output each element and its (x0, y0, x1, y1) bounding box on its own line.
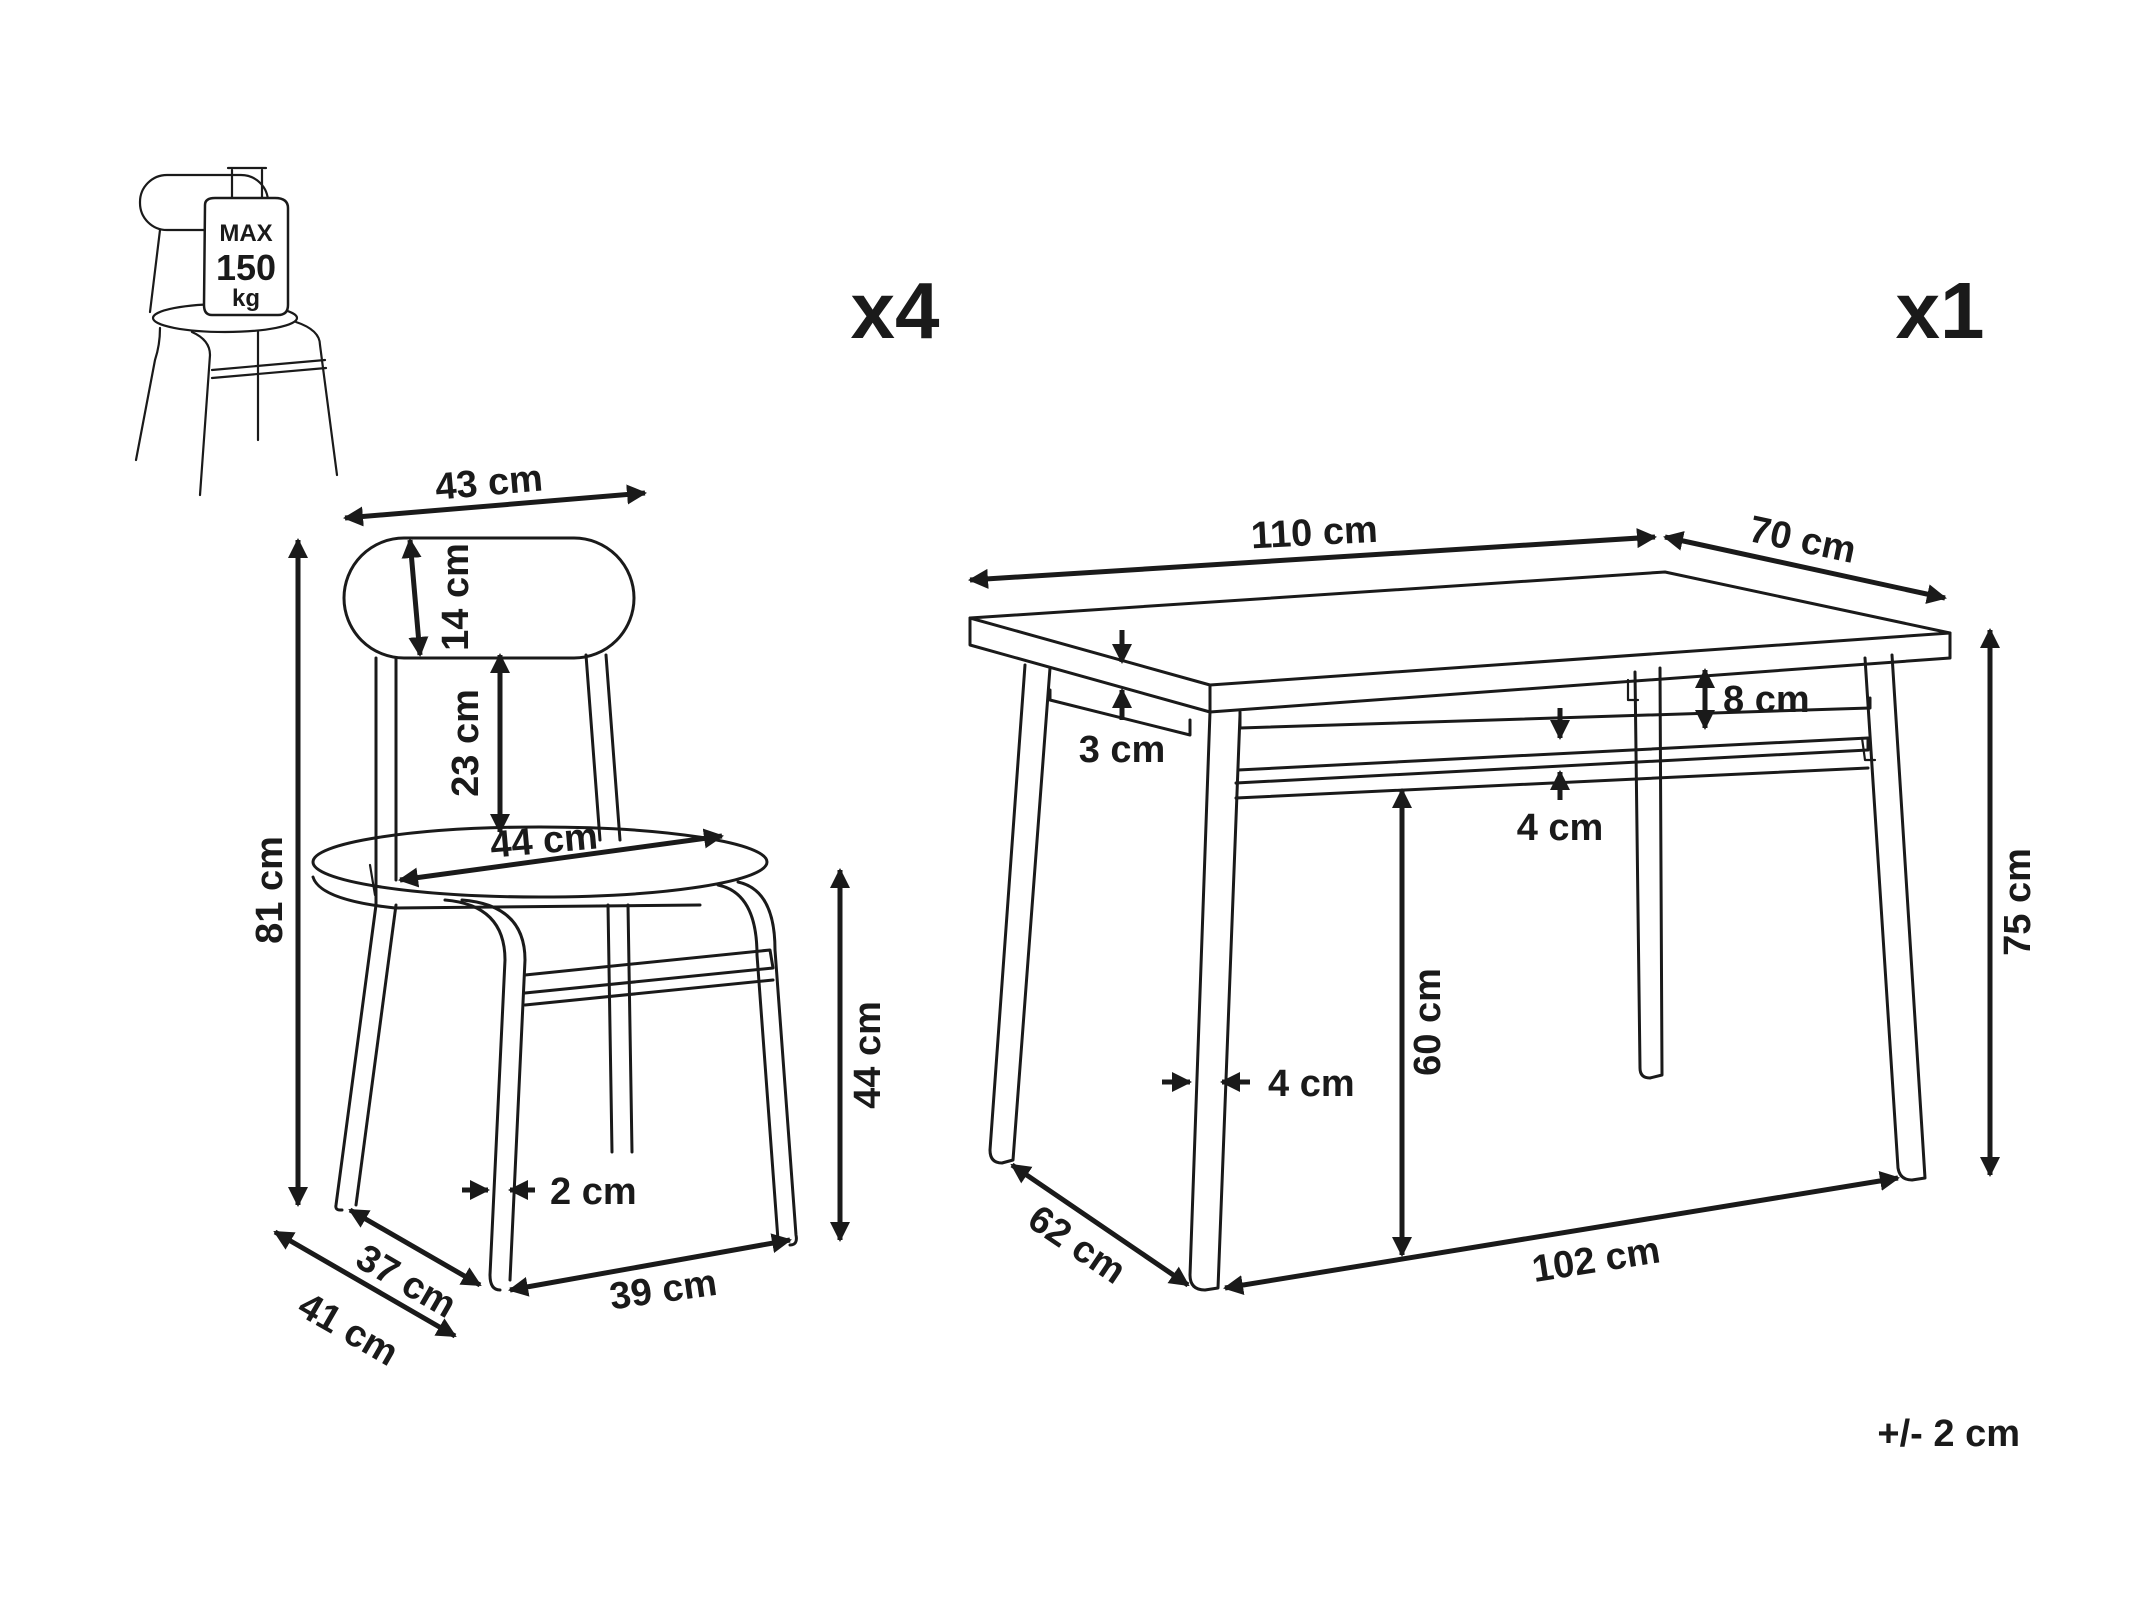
table-base-length-arrow (1223, 1171, 1900, 1295)
chair-seat-side (368, 863, 377, 897)
chair-leg-back-left (334, 903, 378, 1212)
table-width-label: 70 cm (1745, 509, 1859, 572)
table-clearance-label: 60 cm (1407, 968, 1449, 1076)
chair-base-width-arrow (508, 1233, 792, 1297)
weight-capacity-illustration: MAX 150 kg (134, 166, 339, 497)
table-stretcher-front (1234, 736, 1870, 785)
chair-leg-front-left (443, 898, 507, 1292)
table-leg-back-left (988, 663, 1052, 1165)
weight-unit: kg (232, 285, 260, 312)
tolerance-note: +/- 2 cm (1877, 1413, 2020, 1455)
chair-back-post-right (584, 653, 602, 842)
table-stretcher-label: 4 cm (1517, 807, 1604, 849)
chair-backrest-height-arrow (401, 538, 429, 657)
chair-back-post-right-inner (604, 653, 622, 842)
chair-seat-width-arrow (398, 828, 724, 888)
chair-backrest-width-arrow (343, 484, 647, 527)
chair-leg-back-right-inner (626, 903, 634, 1154)
chair-seat-width-label: 44 cm (488, 815, 599, 866)
chair-leg-front-right (736, 880, 798, 1247)
table-leg-front-left (1188, 710, 1242, 1292)
chair-leg-back-right (606, 903, 614, 1154)
table-length-label: 110 cm (1250, 509, 1379, 558)
table-stretcher-lower (1234, 766, 1870, 800)
mini-chair-back-post (148, 228, 162, 314)
chair-seat (311, 825, 769, 899)
table-leg-front-right (1863, 653, 1927, 1182)
table-base-depth-arrow (1010, 1162, 1190, 1288)
mini-chair-leg (294, 320, 339, 477)
chair-backrest-width-label: 43 cm (433, 457, 544, 508)
table-leg-width-label: 4 cm (1268, 1063, 1355, 1105)
chair-leg-front-right-inner (716, 883, 780, 1242)
chair-stretcher (523, 948, 775, 995)
chair-backrest (342, 536, 636, 660)
mini-chair-stretcher (210, 366, 328, 380)
weight-icon: MAX 150 kg (202, 166, 290, 317)
mini-chair-stretcher (210, 358, 327, 372)
table-width-arrow (1663, 531, 1947, 604)
table-leg-back-right (1633, 666, 1664, 1080)
table-stretcher-back-end (1626, 678, 1640, 702)
mini-chair-leg (134, 326, 162, 462)
chair-drawing (311, 536, 798, 1292)
table-apron-height-label: 8 cm (1723, 679, 1810, 721)
chair-stretcher-lower (523, 978, 775, 1007)
chair-total-height-label: 81 cm (249, 836, 291, 944)
chair-leg-front-left-inner (460, 898, 527, 1282)
table-base-length-label: 102 cm (1529, 1229, 1663, 1291)
table-length-arrow (968, 528, 1657, 589)
chair-base-depth-outer-arrow (273, 1229, 457, 1339)
chair-leg-back-left-inner (354, 903, 398, 1207)
table-stretcher-end (1860, 736, 1877, 762)
chair-quantity: x4 (851, 266, 940, 355)
table-quantity: x1 (1896, 266, 1985, 355)
chair-backrest-height-label: 14 cm (435, 543, 477, 651)
table-height-label: 75 cm (1997, 848, 2039, 956)
mini-chair-leg (190, 330, 212, 497)
chair-leg-width-label: 2 cm (550, 1171, 637, 1213)
chair-base-depth-inner-label: 37 cm (349, 1236, 463, 1326)
chair-seat-height-label: 44 cm (847, 1001, 889, 1109)
chair-back-gap-label: 23 cm (445, 689, 487, 797)
weight-value: 150 (216, 247, 276, 288)
chair-seat-edge (311, 875, 702, 910)
table-thickness-label: 3 cm (1079, 729, 1166, 771)
weight-max-label: MAX (219, 220, 272, 247)
